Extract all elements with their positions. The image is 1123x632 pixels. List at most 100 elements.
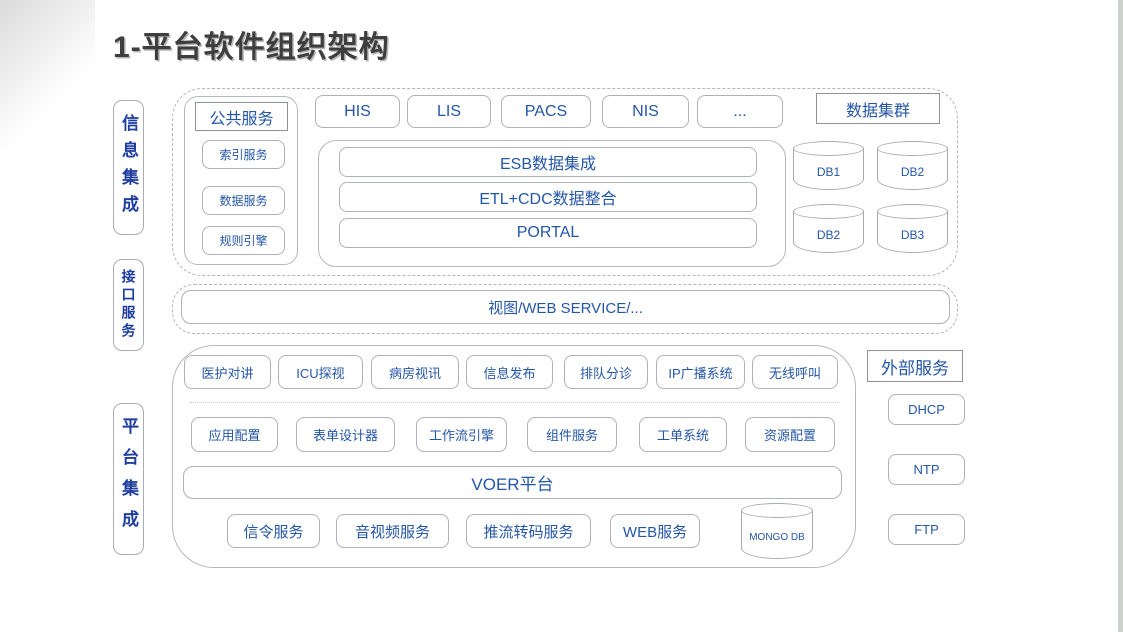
label: DHCP — [908, 402, 945, 417]
layer-bar-etl-cdc: ETL+CDC数据整合 — [339, 182, 757, 212]
side-label-text: 接口服务 — [120, 269, 137, 341]
public-services-title: 公共服务 — [195, 102, 288, 131]
app-box-queue-triage: 排队分诊 — [564, 355, 648, 389]
label: LIS — [436, 102, 461, 120]
label: 信息发布 — [483, 365, 536, 381]
label: 排队分诊 — [579, 365, 632, 381]
cylinder-top — [793, 204, 864, 219]
label: 规则引擎 — [219, 234, 268, 248]
label: ESB数据集成 — [499, 156, 597, 173]
label: 推流转码服务 — [483, 523, 574, 541]
app-box-ip-broadcast: IP广播系统 — [656, 355, 745, 389]
db-label: DB2 — [816, 227, 841, 242]
label: FTP — [914, 522, 939, 537]
app-box-ward-video: 病房视讯 — [371, 355, 459, 389]
database-cylinder-db2: DB2 — [877, 141, 948, 190]
system-box-his: HIS — [315, 95, 400, 128]
cylinder-body — [793, 211, 864, 253]
side-label-text: 平台集成 — [119, 417, 138, 541]
label: 数据集群 — [845, 102, 910, 120]
web-service-bar: 视图/WEB SERVICE/... — [181, 290, 950, 324]
tool-box-form-designer: 表单设计器 — [296, 417, 395, 452]
cylinder-top — [877, 141, 948, 156]
label: ETL+CDC数据整合 — [479, 191, 617, 208]
external-box-ftp: FTP — [888, 514, 965, 545]
service-box-web: WEB服务 — [610, 514, 700, 548]
label: NIS — [632, 102, 659, 120]
database-cylinder-db3: DB3 — [877, 204, 948, 253]
label: 资源配置 — [763, 428, 816, 443]
side-label-info-integration: 信息集成 — [113, 100, 144, 235]
system-box-lis: LIS — [407, 95, 491, 128]
app-box-info-publish: 信息发布 — [466, 355, 553, 389]
label: IP广播系统 — [668, 365, 733, 381]
label: 组件服务 — [545, 428, 598, 443]
database-cylinder-db2b: DB2 — [793, 204, 864, 253]
service-box-rules: 规则引擎 — [202, 226, 285, 255]
label: 医护对讲 — [201, 365, 254, 381]
label: 无线呼叫 — [768, 365, 821, 381]
label: 信令服务 — [243, 523, 304, 541]
label: 病房视讯 — [388, 365, 441, 381]
database-cylinder-mongo: MONGO DB — [741, 503, 813, 559]
label: 索引服务 — [219, 148, 268, 162]
data-cluster-title: 数据集群 — [816, 93, 940, 124]
label: 视图/WEB SERVICE/... — [488, 299, 643, 317]
app-box-icu-viewing: ICU探视 — [278, 355, 363, 389]
cylinder-top — [877, 204, 948, 219]
db-label: DB3 — [900, 227, 925, 242]
tool-box-resource-config: 资源配置 — [745, 417, 835, 452]
label: VOER平台 — [471, 475, 554, 494]
tool-box-component-service: 组件服务 — [527, 417, 617, 452]
label: 应用配置 — [208, 428, 261, 443]
label: HIS — [344, 102, 371, 120]
label: 公共服务 — [209, 110, 274, 128]
label: 外部服务 — [881, 358, 949, 378]
tool-box-ticket-system: 工单系统 — [639, 417, 727, 452]
row-divider — [190, 402, 840, 403]
service-box-index: 索引服务 — [202, 140, 285, 169]
service-box-push-transcode: 推流转码服务 — [466, 514, 591, 548]
database-cylinder-db1: DB1 — [793, 141, 864, 190]
label: NTP — [913, 462, 940, 477]
side-label-platform-integration: 平台集成 — [113, 403, 144, 555]
db-label: DB2 — [900, 164, 925, 179]
label: 数据服务 — [219, 194, 268, 208]
voer-platform-bar: VOER平台 — [183, 466, 842, 499]
system-box-more: ... — [697, 95, 783, 128]
label: PORTAL — [516, 224, 580, 241]
cylinder-body — [741, 510, 813, 559]
label: 音视频服务 — [354, 523, 430, 541]
side-label-interface-service: 接口服务 — [113, 259, 144, 351]
db-label: MONGO DB — [749, 532, 805, 544]
system-box-nis: NIS — [602, 95, 689, 128]
layer-bar-esb: ESB数据集成 — [339, 147, 757, 177]
interface-service-section — [172, 284, 958, 334]
service-box-signaling: 信令服务 — [227, 514, 320, 548]
external-box-dhcp: DHCP — [888, 394, 965, 425]
db-label: DB1 — [816, 164, 841, 179]
layer-bar-portal: PORTAL — [339, 218, 757, 248]
label: ... — [733, 102, 747, 120]
label: ICU探视 — [296, 365, 345, 381]
page-title: 1-平台软件组织架构 — [113, 31, 390, 64]
app-box-wireless-call: 无线呼叫 — [752, 355, 838, 389]
side-label-text: 信息集成 — [119, 113, 138, 222]
label: 工作流引擎 — [428, 428, 494, 443]
label: PACS — [524, 102, 568, 120]
cylinder-top — [793, 141, 864, 156]
right-edge-strip — [1118, 0, 1123, 632]
cylinder-top — [741, 503, 813, 518]
label: 表单设计器 — [312, 428, 378, 443]
system-box-pacs: PACS — [501, 95, 591, 128]
corner-shade — [0, 0, 95, 150]
service-box-data: 数据服务 — [202, 186, 285, 215]
label: WEB服务 — [622, 523, 688, 541]
service-box-audio-video: 音视频服务 — [336, 514, 449, 548]
tool-box-workflow-engine: 工作流引擎 — [416, 417, 507, 452]
info-integration-section — [172, 88, 958, 276]
app-box-nurse-intercom: 医护对讲 — [184, 355, 271, 389]
external-services-title: 外部服务 — [867, 350, 963, 382]
tool-box-app-config: 应用配置 — [191, 417, 278, 452]
